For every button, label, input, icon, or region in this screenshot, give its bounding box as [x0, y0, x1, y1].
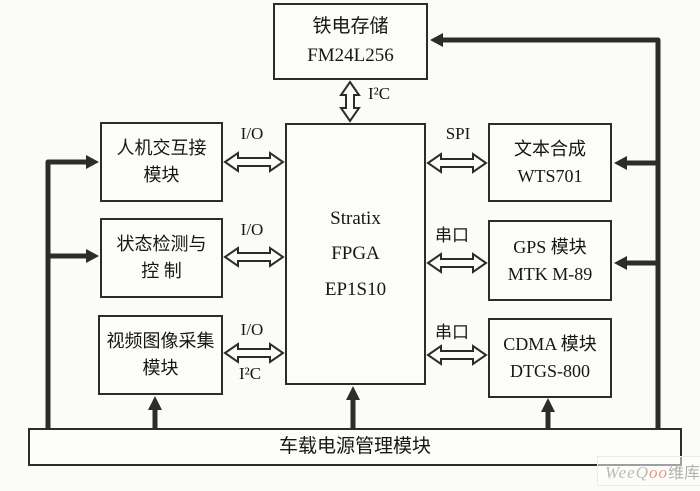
- block-video-line2: 模块: [142, 358, 179, 378]
- bus-label-hmi-io: I/O: [240, 124, 264, 143]
- arrowhead-into-tts: [614, 156, 627, 170]
- block-power-label: 车载电源管理模块: [278, 435, 431, 457]
- bus-arrow-hmi-io: [223, 151, 285, 173]
- block-gps-line1: GPS 模块: [513, 236, 587, 257]
- block-video-capture: 视频图像采集 模块: [98, 315, 223, 395]
- block-status-line1: 状态检测与: [116, 234, 207, 254]
- block-hmi-module: 人机交互接 模块: [100, 122, 223, 202]
- arrowhead-into-gps: [614, 256, 627, 270]
- bus-label-gps-serial: 串口: [435, 226, 469, 245]
- watermark-text-accent: oo: [648, 463, 668, 482]
- right-power-rail: [440, 37, 661, 429]
- bus-arrow-status-io: [223, 246, 285, 268]
- block-gps-line2: MTK M-89: [507, 263, 593, 284]
- watermark: WeeQoo维库: [597, 456, 700, 486]
- arrowhead-into-status: [86, 249, 99, 263]
- block-cdma-line1: CDMA 模块: [503, 334, 597, 354]
- bus-label-memory-i2c: I²C: [368, 84, 391, 103]
- arrowhead-into-hmi: [86, 155, 99, 169]
- block-vehicle-power-management: 车载电源管理模块: [28, 428, 682, 466]
- bus-arrow-memory-i2c: [339, 80, 361, 123]
- block-tts-line1: 文本合成: [514, 138, 586, 159]
- left-power-rail: [45, 159, 90, 431]
- bus-arrow-gps-serial: [426, 252, 488, 274]
- bus-label-tts-spi: SPI: [445, 124, 471, 143]
- block-status-detect-control: 状态检测与 控 制: [100, 218, 223, 298]
- arrowhead-into-memory: [430, 33, 443, 47]
- block-status-line2: 控 制: [141, 261, 182, 281]
- block-fpga-line1: Stratix: [330, 208, 381, 230]
- block-tts-line2: WTS701: [517, 165, 583, 186]
- arrowhead-into-fpga: [346, 386, 360, 400]
- arrowhead-into-cdma: [541, 398, 555, 412]
- bus-label-cdma-serial: 串口: [435, 323, 469, 342]
- block-ferroelectric-memory: 铁电存储 FM24L256: [273, 3, 428, 80]
- block-ferroelectric-memory-line2: FM24L256: [307, 44, 394, 66]
- block-gps-module: GPS 模块 MTK M-89: [488, 220, 612, 301]
- bus-label-video-io: I/O: [240, 320, 264, 339]
- watermark-text-gray: WeeQ: [605, 463, 649, 482]
- block-stratix-fpga: Stratix FPGA EP1S10: [285, 123, 426, 385]
- block-hmi-line2: 模块: [143, 165, 180, 185]
- bus-arrow-tts-spi: [426, 152, 488, 174]
- block-video-line1: 视频图像采集: [106, 331, 215, 351]
- bus-arrow-video-io-i2c: [223, 342, 285, 364]
- block-fpga-line3: EP1S10: [324, 278, 387, 300]
- block-text-synthesis: 文本合成 WTS701: [488, 123, 612, 202]
- block-cdma-line2: DTGS-800: [510, 361, 590, 381]
- block-fpga-line2: FPGA: [331, 243, 380, 265]
- bus-arrow-cdma-serial: [426, 344, 488, 366]
- watermark-text-cjk: 维库: [667, 465, 700, 482]
- arrowhead-into-video: [148, 396, 162, 410]
- bus-label-video-i2c: I²C: [238, 364, 262, 383]
- block-hmi-line1: 人机交互接: [116, 138, 207, 158]
- block-ferroelectric-memory-line1: 铁电存储: [312, 16, 389, 37]
- bus-label-status-io: I/O: [240, 220, 264, 239]
- block-cdma-module: CDMA 模块 DTGS-800: [488, 318, 612, 398]
